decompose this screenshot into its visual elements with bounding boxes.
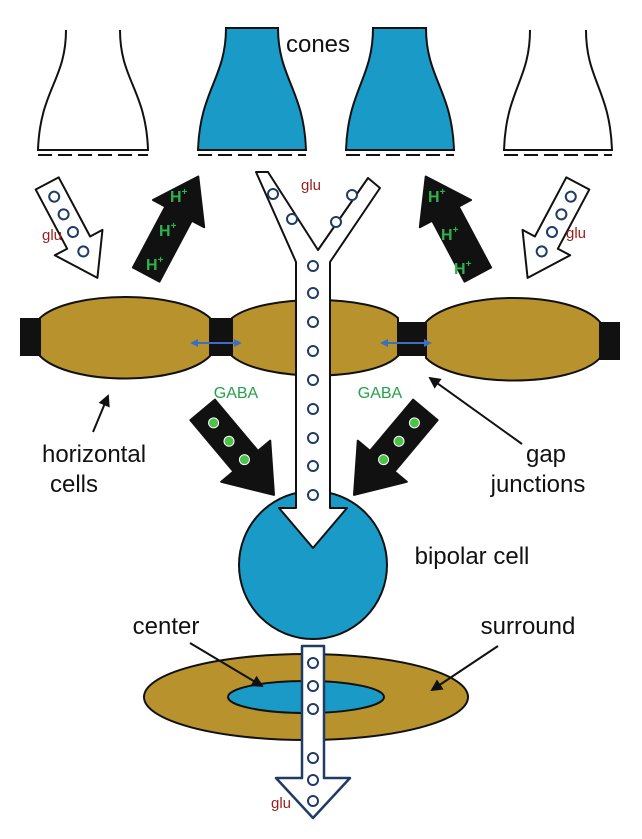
- svg-text:H+: H+: [428, 187, 446, 206]
- gaba-arrow-left: [189, 398, 275, 496]
- svg-text:H+: H+: [159, 221, 177, 240]
- horizontal-cell-3: [425, 297, 601, 382]
- glu-arrow-left: [34, 176, 104, 279]
- glu-label-bottom: glu: [271, 795, 291, 812]
- proton-charge: +: [466, 259, 472, 270]
- gaba-arrow-right: [353, 398, 439, 496]
- gaba-label-right: GABA: [358, 385, 403, 402]
- proton-arrow-right: [418, 175, 493, 283]
- center-pointer: [189, 642, 264, 688]
- center-label: center: [133, 613, 200, 640]
- proton-charge: +: [440, 187, 446, 198]
- proton-arrow-left: [131, 175, 206, 283]
- svg-text:H+: H+: [441, 225, 459, 244]
- proton-symbol: H: [454, 261, 466, 278]
- svg-text:H+: H+: [170, 187, 188, 206]
- bipolar-cell-label: bipolar cell: [415, 543, 530, 570]
- gap-junctions-label-line2: junctions: [490, 471, 586, 498]
- glu-arrow-output: [274, 644, 352, 820]
- cones-label: cones: [286, 31, 350, 58]
- proton-symbol: H: [146, 257, 158, 274]
- horizontal-cells-pointer: [92, 394, 110, 433]
- cone-1-inactive: [36, 29, 150, 156]
- svg-text:H+: H+: [146, 255, 164, 274]
- cell-stub-right: [598, 322, 620, 360]
- proton-charge: +: [182, 187, 188, 198]
- horizontal-cell-1: [39, 296, 211, 380]
- surround-label: surround: [481, 613, 576, 640]
- glu-label-center: glu: [301, 177, 321, 194]
- cell-stub-left: [20, 318, 42, 356]
- cone-4-inactive: [502, 29, 614, 156]
- gap-junctions-label-line1: gap: [526, 441, 566, 468]
- horizontal-cells: [20, 296, 620, 382]
- svg-text:H+: H+: [454, 259, 472, 278]
- gaba-label-left: GABA: [214, 385, 259, 402]
- proton-symbol: H: [441, 227, 453, 244]
- proton-symbol: H: [428, 189, 440, 206]
- proton-symbol: H: [170, 189, 182, 206]
- gap-junctions-pointer: [428, 376, 523, 445]
- glu-label-left: glu: [42, 227, 62, 244]
- glu-arrow-right: [521, 176, 591, 279]
- proton-charge: +: [171, 221, 177, 232]
- horizontal-cells-label-line2: cells: [50, 471, 98, 498]
- proton-labels-left: H+ H+ H+: [146, 187, 188, 274]
- proton-charge: +: [158, 255, 164, 266]
- surround-pointer: [430, 645, 499, 692]
- proton-charge: +: [453, 225, 459, 236]
- proton-symbol: H: [159, 223, 171, 240]
- proton-labels-right: H+ H+ H+: [428, 187, 472, 278]
- cone-2-active: [196, 27, 308, 156]
- horizontal-cells-label-line1: horizontal: [42, 441, 146, 468]
- glu-label-right: glu: [566, 225, 586, 242]
- glu-arrow-center: [255, 171, 381, 549]
- cone-3-active: [344, 27, 456, 156]
